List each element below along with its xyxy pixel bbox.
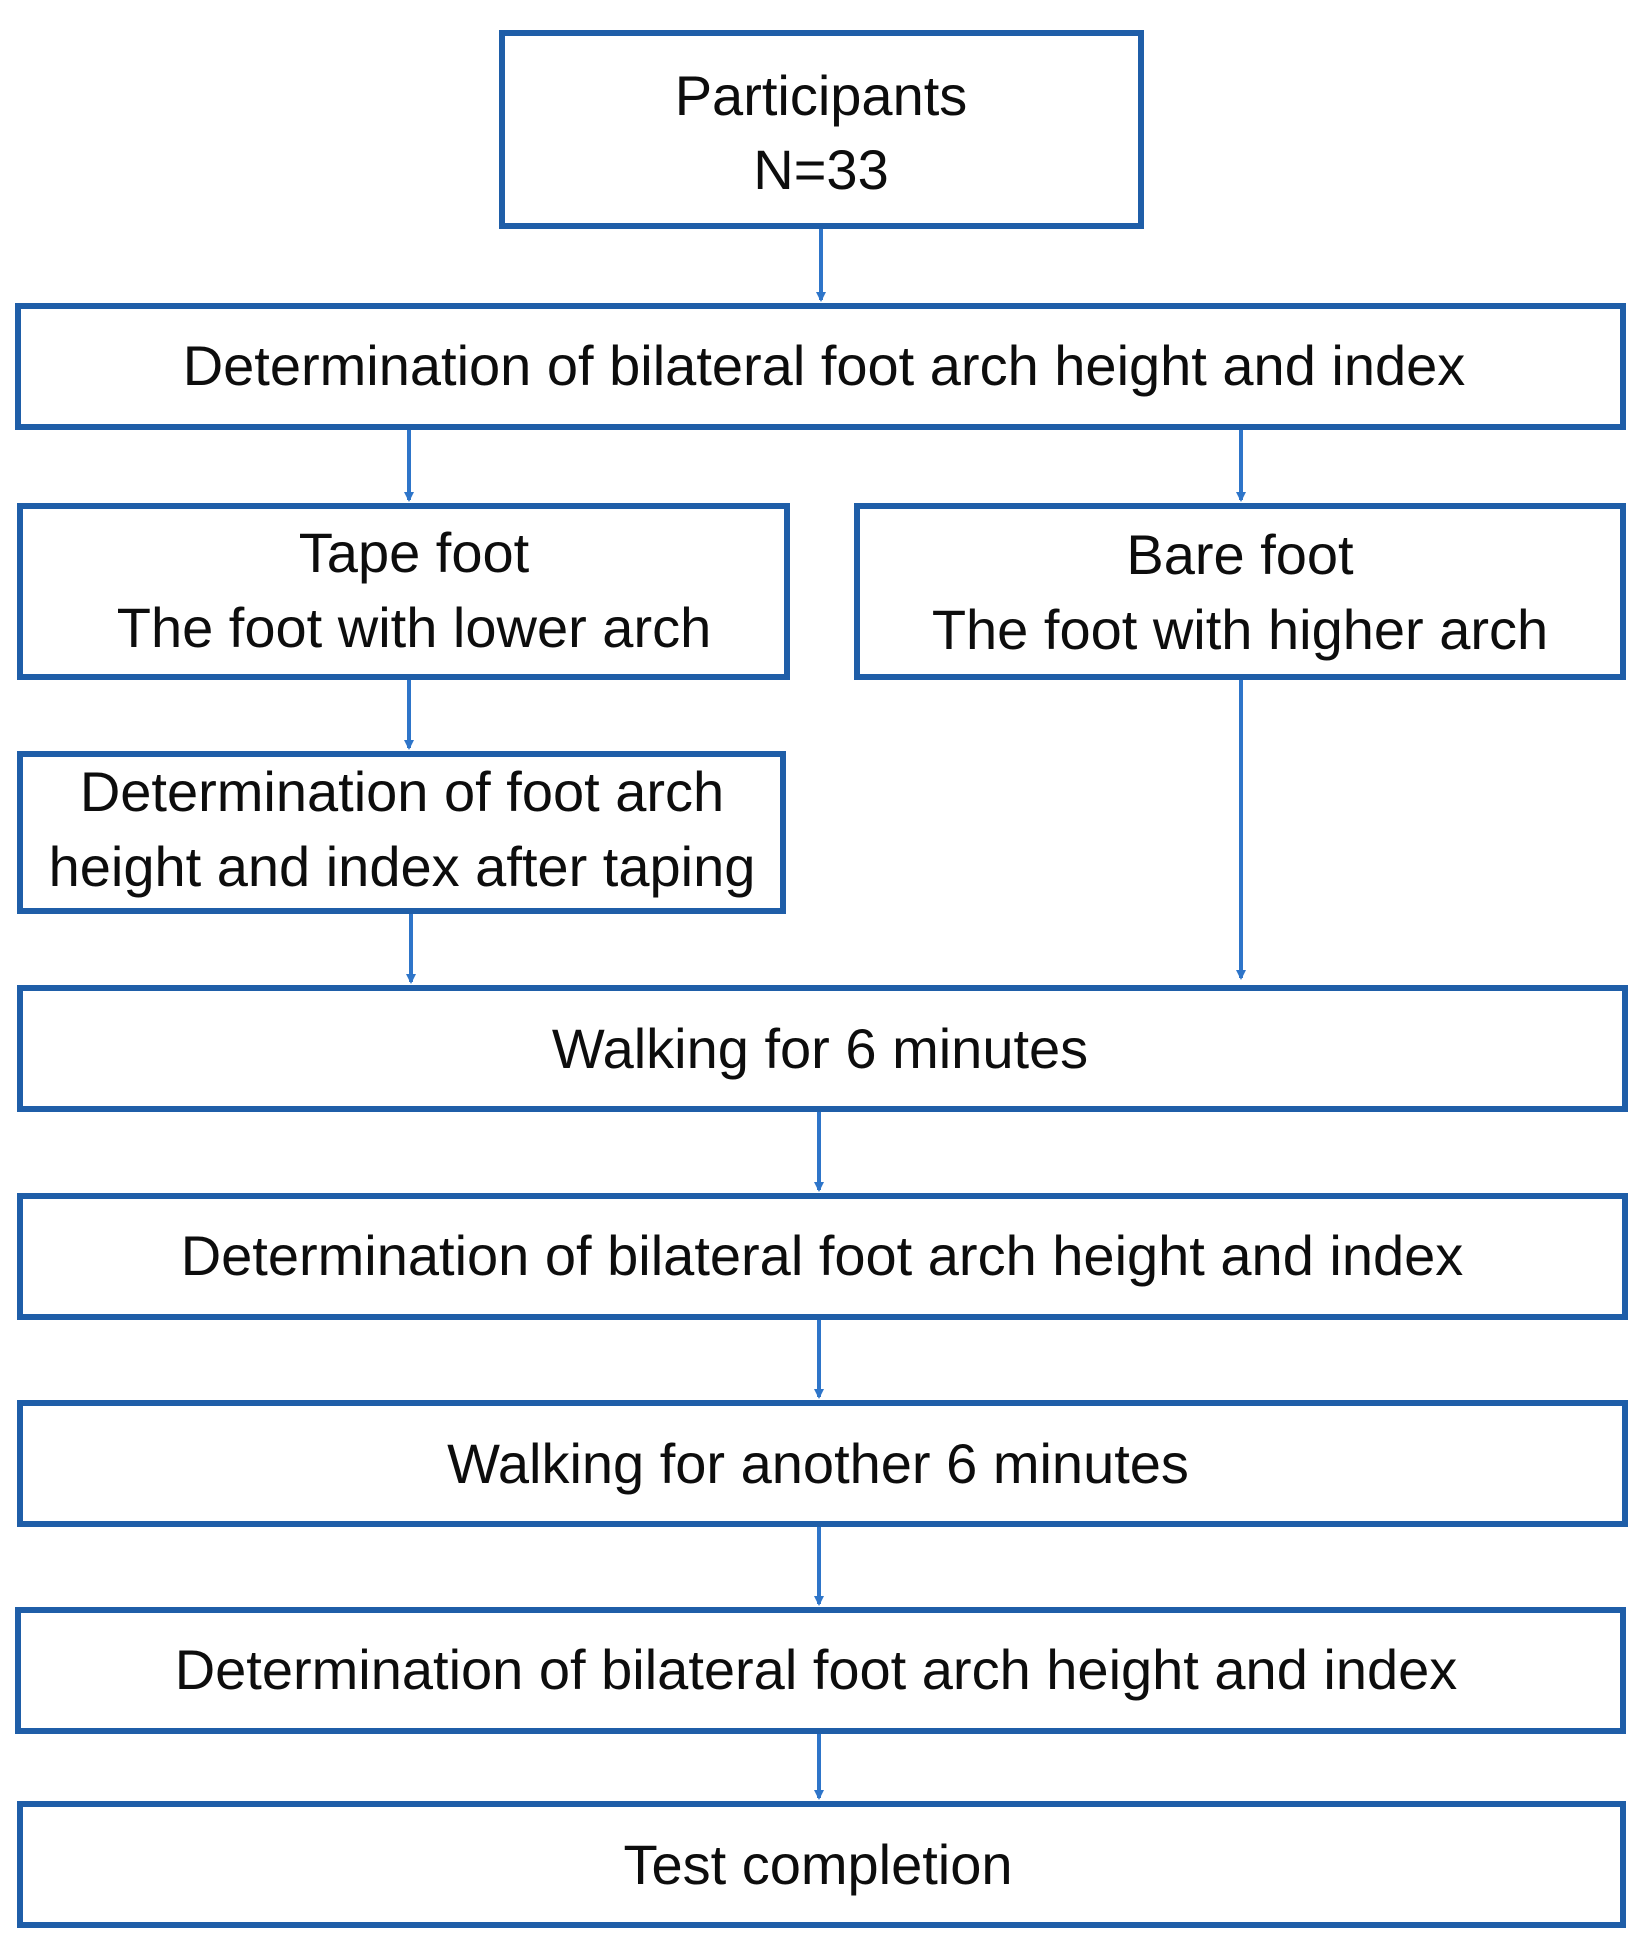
walking-6-minutes-box: Walking for 6 minutes xyxy=(17,985,1628,1112)
bare-foot-description: The foot with higher arch xyxy=(932,598,1548,661)
third-measurement-label: Determination of bilateral foot arch hei… xyxy=(175,1638,1458,1701)
after-taping-line1: Determination of foot arch xyxy=(80,760,724,823)
baseline-measurement-label: Determination of bilateral foot arch hei… xyxy=(183,334,1466,397)
tape-foot-description: The foot with lower arch xyxy=(117,596,711,659)
bare-foot-title: Bare foot xyxy=(1126,523,1354,586)
participants-count: N=33 xyxy=(753,138,888,201)
second-measurement-box: Determination of bilateral foot arch hei… xyxy=(17,1193,1628,1320)
baseline-measurement-box: Determination of bilateral foot arch hei… xyxy=(15,303,1626,430)
test-completion-label: Test completion xyxy=(623,1833,1012,1896)
walking-another-6-minutes-box: Walking for another 6 minutes xyxy=(17,1400,1628,1527)
participants-box: Participants N=33 xyxy=(499,30,1144,229)
walking-6-minutes-label: Walking for 6 minutes xyxy=(552,1017,1088,1080)
walking-another-6-minutes-label: Walking for another 6 minutes xyxy=(447,1432,1189,1495)
third-measurement-box: Determination of bilateral foot arch hei… xyxy=(15,1607,1626,1734)
participants-label: Participants xyxy=(675,64,968,127)
second-measurement-label: Determination of bilateral foot arch hei… xyxy=(181,1224,1464,1287)
bare-foot-box: Bare foot The foot with higher arch xyxy=(854,503,1626,680)
tape-foot-title: Tape foot xyxy=(299,521,530,584)
tape-foot-box: Tape foot The foot with lower arch xyxy=(17,503,790,680)
test-completion-box: Test completion xyxy=(17,1801,1626,1928)
after-taping-line2: height and index after taping xyxy=(49,835,756,898)
after-taping-measurement-box: Determination of foot arch height and in… xyxy=(17,751,786,914)
